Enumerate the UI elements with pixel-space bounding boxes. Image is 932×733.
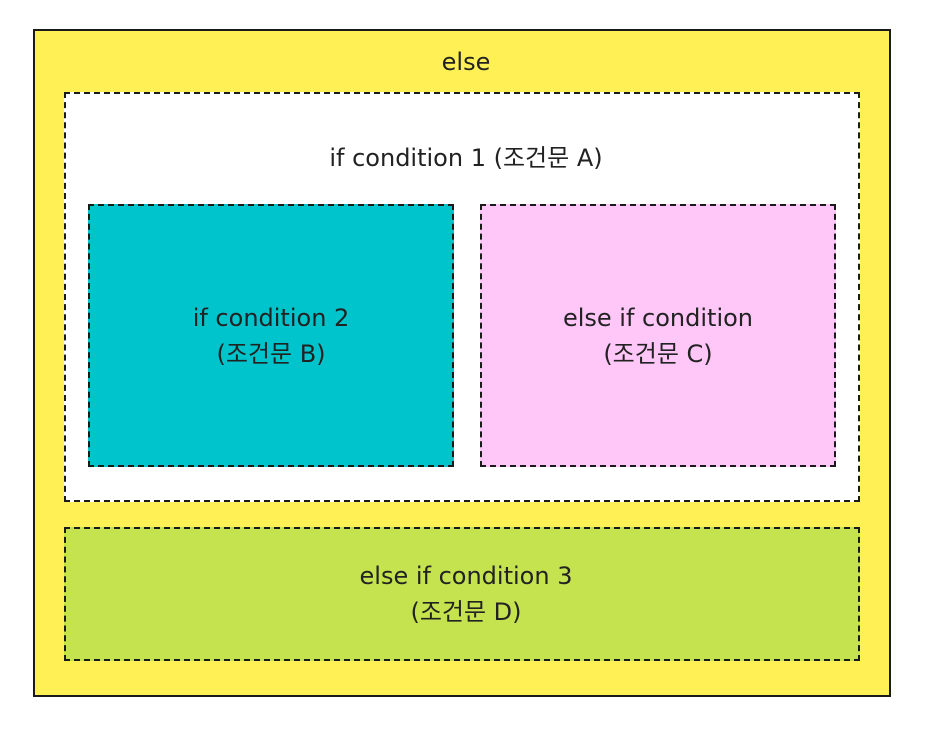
else-label: else xyxy=(0,44,932,80)
condition-a-label-text: if condition 1 (조건문 A) xyxy=(329,144,603,172)
condition-d-label: else if condition 3 (조건문 D) xyxy=(0,558,932,630)
condition-d-line2: (조건문 D) xyxy=(410,598,522,626)
condition-c-label: else if condition (조건문 C) xyxy=(480,300,836,372)
condition-a-label: if condition 1 (조건문 A) xyxy=(0,140,932,176)
condition-c-line2: (조건문 C) xyxy=(603,340,713,368)
condition-c-block xyxy=(480,204,836,467)
condition-c-line1: else if condition xyxy=(562,304,754,332)
else-label-text: else xyxy=(441,48,491,76)
condition-b-label: if condition 2 (조건문 B) xyxy=(88,300,454,372)
condition-b-line2: (조건문 B) xyxy=(216,340,326,368)
condition-d-block xyxy=(64,527,860,661)
condition-b-block xyxy=(88,204,454,467)
condition-d-line1: else if condition 3 xyxy=(359,562,573,590)
condition-b-line1: if condition 2 xyxy=(192,304,350,332)
